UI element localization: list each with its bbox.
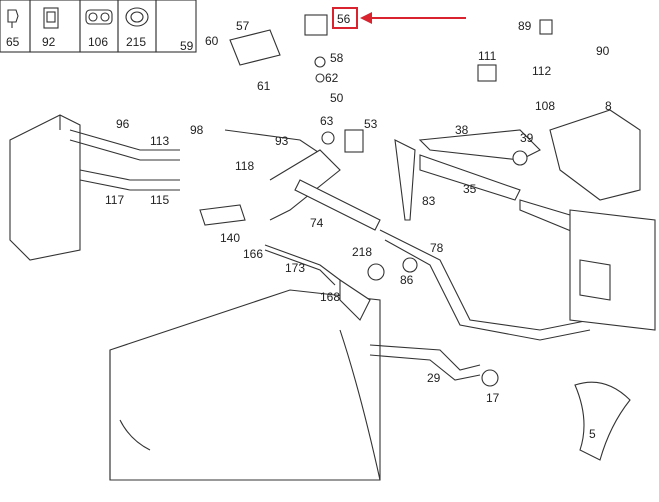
callout: 93: [275, 134, 289, 148]
callout: 59: [180, 39, 194, 53]
radiator: [549, 109, 656, 331]
callout: 112: [532, 64, 551, 78]
callout: 86: [400, 273, 414, 287]
expansion-tank: [9, 114, 81, 261]
callout: 35: [463, 182, 477, 196]
callout: 96: [116, 117, 130, 131]
callout: 58: [330, 51, 344, 65]
hose-network: [69, 129, 611, 381]
callout: 108: [535, 99, 555, 113]
callout-labels: 57 59 60 61 58 62 50 89 90 111 112 108 8…: [105, 19, 612, 441]
callout: 140: [220, 231, 240, 245]
callout: 166: [243, 247, 263, 261]
callout: 50: [330, 91, 344, 105]
legend-label: 215: [126, 35, 146, 49]
callout: 168: [320, 290, 340, 304]
callout: 115: [150, 193, 169, 207]
callout: 218: [352, 245, 372, 259]
callout: 74: [310, 216, 324, 230]
callout: 62: [325, 71, 339, 85]
callout: 173: [285, 261, 305, 275]
callout: 17: [486, 391, 500, 405]
callout: 63: [320, 114, 334, 128]
callout: 83: [422, 194, 436, 208]
arrow-icon: [360, 12, 372, 24]
callout: 61: [257, 79, 271, 93]
callout: 89: [518, 19, 532, 33]
callout: 5: [589, 427, 596, 441]
legend-strip: 65 92 106 215: [0, 0, 197, 53]
callout: 57: [236, 19, 250, 33]
callout: 53: [364, 117, 378, 131]
callout: 98: [190, 123, 204, 137]
callout: 38: [455, 123, 469, 137]
bracket-icon: [43, 7, 59, 29]
callout: 117: [105, 193, 124, 207]
engine-block: [109, 289, 381, 481]
hose-clamp-icon: [125, 7, 149, 27]
callout: 113: [150, 134, 169, 148]
legend-label: 92: [42, 35, 56, 49]
legend-label: 106: [88, 35, 108, 49]
double-clamp-icon: [85, 9, 113, 25]
callout: 39: [520, 131, 534, 145]
highlighted-callout-label: 56: [337, 12, 351, 26]
valve-assembly: [199, 14, 631, 461]
callout: 118: [235, 159, 254, 173]
callout: 78: [430, 241, 444, 255]
callout: 29: [427, 371, 441, 385]
callout: 8: [605, 99, 612, 113]
clip-icon: [7, 9, 19, 28]
callout: 111: [478, 49, 497, 63]
highlighted-callout[interactable]: 56: [332, 7, 466, 29]
callout: 90: [596, 44, 610, 58]
legend-label: 65: [6, 35, 20, 49]
callout: 60: [205, 34, 219, 48]
